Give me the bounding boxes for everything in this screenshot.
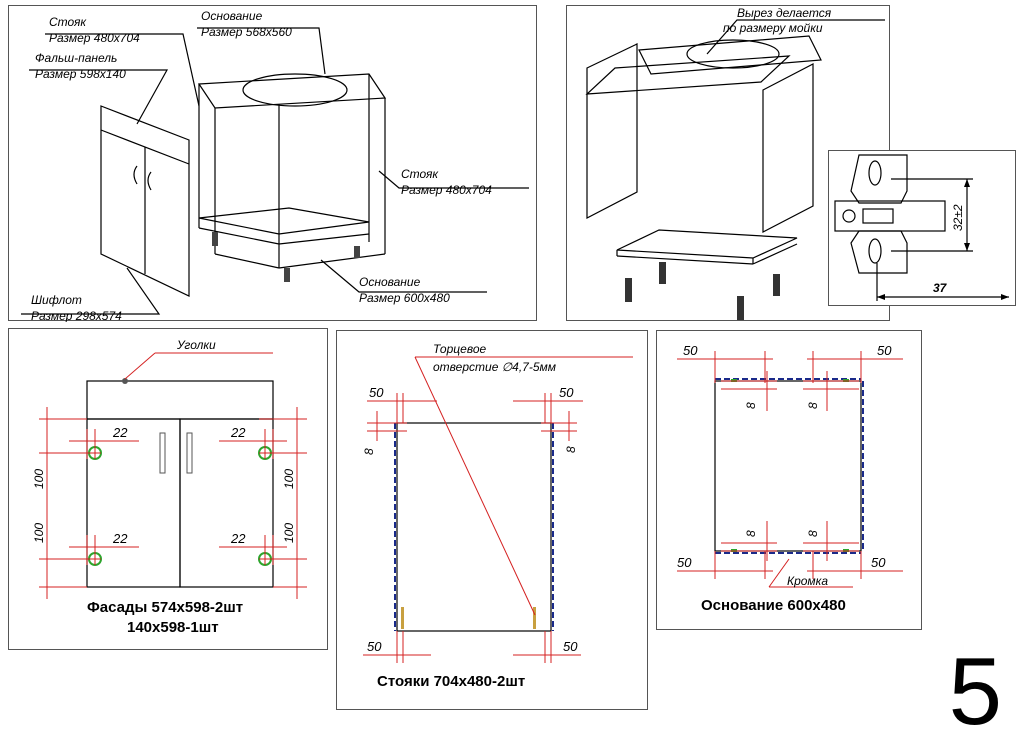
facade-dim-100: 100 (32, 469, 46, 489)
posts-panel: Торцевое отверстие ∅4,7-5мм 50 50 50 50 … (336, 330, 648, 710)
post-dim-50: 50 (559, 385, 574, 400)
door-label: Шифлот (31, 293, 82, 307)
base-dim-8: 8 (806, 402, 820, 409)
sink-cutout (242, 73, 348, 107)
base-dim-50: 50 (877, 343, 892, 358)
facade-dim-100: 100 (282, 469, 296, 489)
base-dim-50: 50 (683, 343, 698, 358)
edge-label: Кромка (787, 574, 828, 588)
base-label: Основание (359, 275, 421, 289)
leaders (21, 27, 529, 315)
base-dim-50: 50 (677, 555, 692, 570)
base-drawing: 50 50 50 50 8 8 8 8 Кромка (677, 343, 903, 588)
post-dim-50: 50 (367, 639, 382, 654)
facade-dim-lines (39, 352, 307, 599)
sink-cutout (686, 39, 780, 69)
false-panel (86, 380, 274, 420)
facade-dim-22: 22 (230, 425, 246, 440)
post-dim-lines (363, 356, 633, 663)
facades-panel: Уголки 22 22 22 22 100 100 100 100 Фасад… (8, 328, 328, 650)
false-panel-label: Фальш-панель (35, 51, 117, 65)
door-panel (100, 105, 190, 297)
hinge-drawing: 32±2 37 (834, 154, 1009, 301)
assembly-panel: Стояк Размер 480х704 Основание Размер 56… (8, 5, 537, 322)
post-dim-50: 50 (369, 385, 384, 400)
base-caption: Основание 600х480 (701, 597, 846, 614)
posts-drawing: Торцевое отверстие ∅4,7-5мм 50 50 50 50 … (362, 342, 633, 663)
left-post (586, 43, 638, 219)
post-dim-8: 8 (564, 446, 578, 453)
cabinet-body (197, 73, 387, 282)
facades-drawing: Уголки 22 22 22 22 100 100 100 100 (32, 338, 307, 599)
post-board (396, 422, 552, 632)
posts-caption: Стояки 704х480-2шт (377, 673, 526, 690)
corners-label: Уголки (176, 338, 216, 352)
base-board (616, 229, 798, 259)
base-dim-8: 8 (744, 530, 758, 537)
hinge-panel: 32±2 37 (828, 150, 1016, 306)
hole-note-2: отверстие ∅4,7-5мм (433, 360, 556, 374)
facades-caption-1: Фасады 574х598-2шт (87, 599, 244, 616)
false-panel-size: Размер 598х140 (35, 67, 126, 81)
cut-note-1: Вырез делается (737, 6, 832, 20)
facade-dim-22: 22 (230, 531, 246, 546)
post-dim-50: 50 (563, 639, 578, 654)
post-right-size: Размер 480х704 (401, 183, 492, 197)
facade-dim-22: 22 (112, 425, 128, 440)
top-label: Основание (201, 9, 263, 23)
facade-dim-100: 100 (32, 523, 46, 543)
hinge-dim-horizontal: 37 (933, 281, 948, 295)
base-dim-50: 50 (871, 555, 886, 570)
post-size: Размер 480х704 (49, 31, 140, 45)
facade-dim-22: 22 (112, 531, 128, 546)
exploded-parts (585, 35, 822, 320)
cut-note-2: по размеру мойки (723, 21, 823, 35)
base-size: Размер 600х480 (359, 291, 450, 305)
assembly-drawing: Стояк Размер 480х704 Основание Размер 56… (21, 9, 529, 322)
post-right-label: Стояк (401, 167, 439, 181)
page-number: 5 (948, 638, 1002, 745)
top-size: Размер 568х560 (201, 25, 292, 39)
right-door (179, 418, 274, 588)
right-post (762, 63, 814, 233)
base-dim-8: 8 (744, 402, 758, 409)
post-dim-8: 8 (362, 448, 376, 455)
facades-caption-2: 140х598-1шт (127, 619, 219, 636)
exploded-drawing: Вырез делается по размеру мойки (585, 6, 885, 320)
hinge-dim-vertical: 32±2 (951, 204, 965, 231)
base-dim-lines (677, 351, 903, 588)
base-dim-8: 8 (806, 530, 820, 537)
base-board (714, 380, 862, 552)
door-size: Размер 298х574 (31, 309, 122, 322)
hole-note-1: Торцевое (433, 342, 486, 356)
post-label: Стояк (49, 15, 87, 29)
base-panel: 50 50 50 50 8 8 8 8 Кромка Основание 600… (656, 330, 922, 630)
hinge-plate (834, 154, 946, 274)
facade-dim-100: 100 (282, 523, 296, 543)
